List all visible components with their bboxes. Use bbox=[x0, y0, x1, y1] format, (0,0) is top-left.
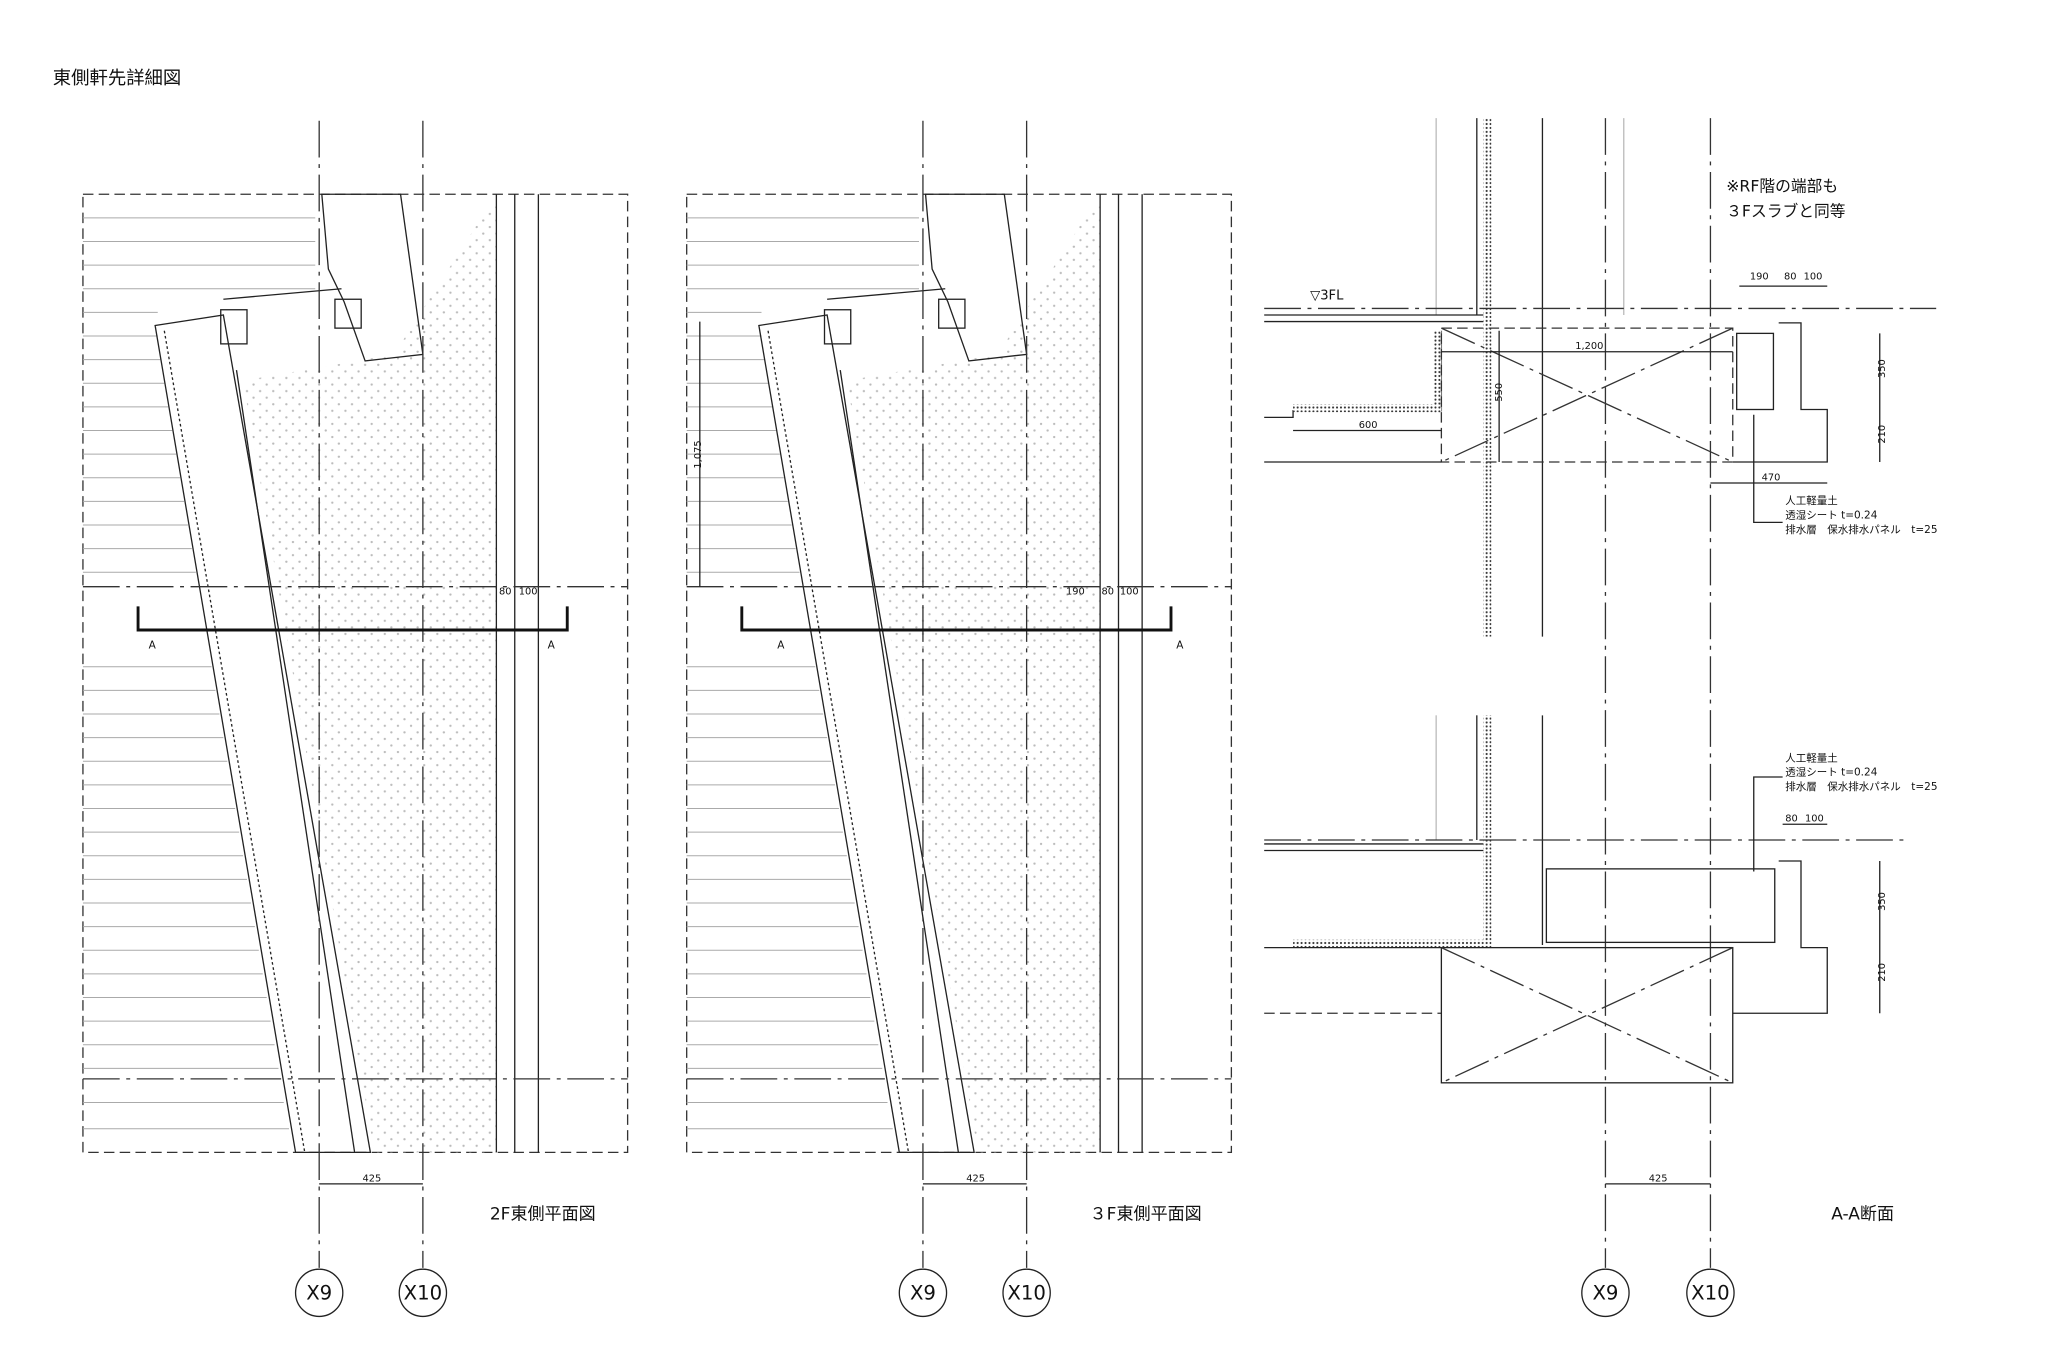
dim-350: 350 bbox=[1877, 359, 1888, 378]
grid-axis-x9: X9 bbox=[910, 1281, 936, 1304]
grid-axis-x9: X9 bbox=[306, 1281, 332, 1304]
dim-550: 550 bbox=[1494, 383, 1505, 402]
note-line-1: ※RF階の端部も bbox=[1726, 177, 1838, 196]
dim-190: 190 bbox=[1066, 587, 1085, 598]
view-label: ３F東側平面図 bbox=[1090, 1204, 1202, 1224]
plan-2f: A A 80 100 425 2F東側平面図 X9 X10 bbox=[81, 119, 630, 1318]
section-mark: A bbox=[548, 639, 556, 651]
material-note: 透湿シート t=0.24 bbox=[1785, 509, 1877, 521]
note-line-2: ３Fスラブと同等 bbox=[1726, 202, 1846, 221]
grid-axis-x10: X10 bbox=[1007, 1281, 1046, 1304]
material-note: 排水層 保水排水パネル t=25 bbox=[1785, 780, 1937, 793]
dim-80: 80 bbox=[1101, 587, 1114, 598]
section-aa: ▽3FL ※RF階の端部も ３Fスラブと同等 190 80 100 1,200 … bbox=[1264, 118, 1938, 1318]
dim-grid: 425 bbox=[966, 1173, 985, 1184]
section-mark: A bbox=[777, 639, 785, 651]
dim-100: 100 bbox=[1804, 272, 1823, 283]
dim-600: 600 bbox=[1359, 420, 1378, 431]
material-note: 排水層 保水排水パネル t=25 bbox=[1785, 523, 1937, 536]
material-note: 人工軽量土 bbox=[1785, 751, 1838, 764]
dim-height: 1,075 bbox=[693, 440, 704, 468]
view-label: 2F東側平面図 bbox=[490, 1204, 596, 1224]
dim-210: 210 bbox=[1877, 963, 1888, 982]
dim-grid: 425 bbox=[363, 1173, 382, 1184]
drawing-title: 東側軒先詳細図 bbox=[53, 68, 182, 89]
dim-350: 350 bbox=[1877, 892, 1888, 911]
dim-grid: 425 bbox=[1649, 1173, 1668, 1184]
dim-100: 100 bbox=[1120, 587, 1139, 598]
dim-80: 80 bbox=[1785, 814, 1798, 825]
grid-axis-x10: X10 bbox=[1691, 1281, 1730, 1304]
view-label: A-A断面 bbox=[1831, 1204, 1894, 1224]
dim-210: 210 bbox=[1877, 425, 1888, 444]
plan-3f: 1,075 A A 190 80 100 425 ３F東側平面図 X9 X10 bbox=[685, 119, 1233, 1318]
section-mark: A bbox=[149, 639, 157, 651]
dim-100: 100 bbox=[1805, 814, 1824, 825]
dim-80: 80 bbox=[499, 587, 512, 598]
dim-100: 100 bbox=[519, 587, 538, 598]
dim-190: 190 bbox=[1750, 272, 1769, 283]
material-note: 人工軽量土 bbox=[1785, 494, 1838, 507]
grid-axis-x10: X10 bbox=[404, 1281, 443, 1304]
dim-80: 80 bbox=[1784, 272, 1797, 283]
dim-1200: 1,200 bbox=[1575, 341, 1603, 352]
section-mark: A bbox=[1176, 639, 1184, 651]
dim-470: 470 bbox=[1762, 472, 1781, 483]
level-3fl: ▽3FL bbox=[1310, 288, 1344, 303]
grid-axis-x9: X9 bbox=[1592, 1281, 1618, 1304]
material-note: 透湿シート t=0.24 bbox=[1785, 767, 1877, 779]
